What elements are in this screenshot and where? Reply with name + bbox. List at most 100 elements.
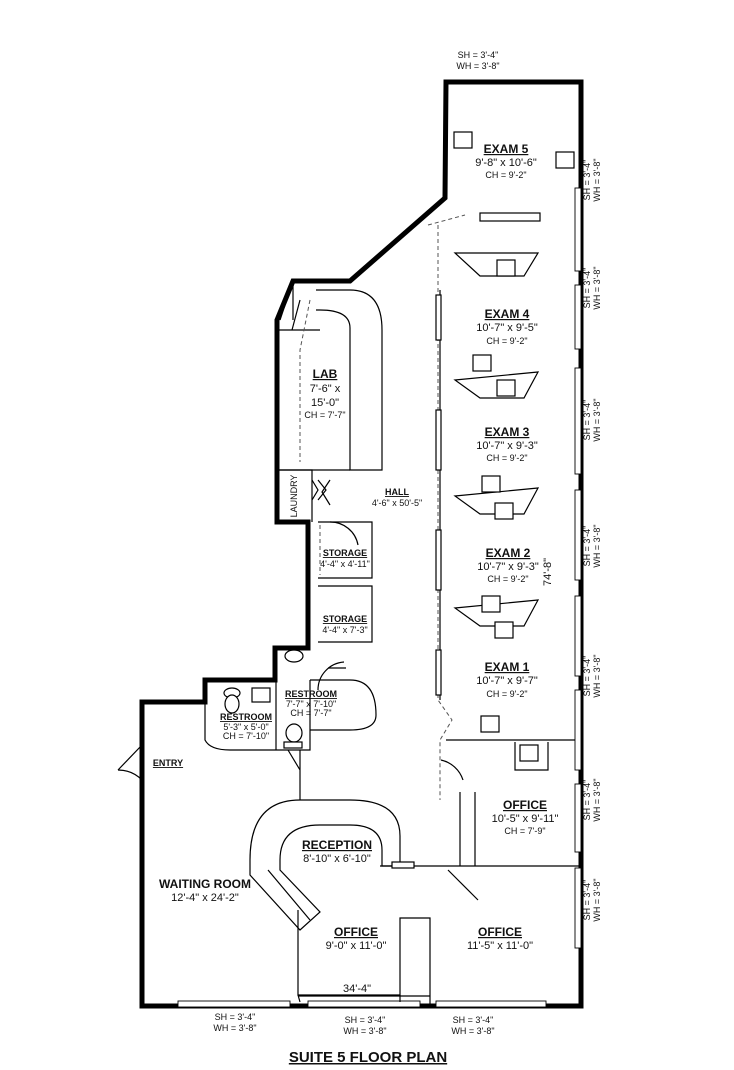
exam3-ch: CH = 9'-2" <box>486 453 527 463</box>
reception-dims: 8'-10" x 6'-10" <box>303 853 371 865</box>
room-reception: RECEPTION 8'-10" x 6'-10" <box>302 838 372 865</box>
exam4-dims: 10'-7" x 9'-5" <box>476 322 538 334</box>
office-br-dims: 11'-5" x 11'-0" <box>467 940 533 952</box>
lab-ch: CH = 7'-7" <box>304 410 345 420</box>
exam2-dims: 10'-7" x 9'-3" <box>477 561 539 573</box>
room-restroom-1: RESTROOM 7'-7" x 7'-10" CH = 7'-7" <box>285 689 337 718</box>
window-label-top: SH = 3'-4" WH = 3'-8" <box>456 50 499 71</box>
svg-text:SH = 3'-4": SH = 3'-4" <box>582 526 592 567</box>
office-right-name: OFFICE <box>503 798 547 812</box>
svg-text:SH = 3'-4": SH = 3'-4" <box>453 1015 494 1025</box>
room-storage-1: STORAGE 4'-4" x 4'-11" <box>320 548 370 569</box>
svg-text:WH = 3'-8": WH = 3'-8" <box>592 266 602 309</box>
lab-name: LAB <box>313 367 338 381</box>
window-label-r1: SH = 3'-4" WH = 3'-8" <box>582 158 602 201</box>
lab-dims-1: 7'-6" x <box>310 383 341 395</box>
window-label-r7: SH = 3'-4" WH = 3'-8" <box>582 878 602 921</box>
svg-text:WH = 3'-8": WH = 3'-8" <box>592 524 602 567</box>
storage2-dims: 4'-4" x 7'-3" <box>322 625 367 635</box>
storage1-dims: 4'-4" x 4'-11" <box>320 559 370 569</box>
laundry-closet <box>277 469 331 522</box>
entry-label: ENTRY <box>153 758 183 768</box>
room-exam3: EXAM 3 10'-7" x 9'-3" CH = 9'-2" <box>476 425 538 463</box>
svg-text:SH = 3'-4": SH = 3'-4" <box>345 1015 386 1025</box>
svg-text:SH = 3'-4": SH = 3'-4" <box>458 50 499 60</box>
svg-text:WH = 3'-8": WH = 3'-8" <box>592 398 602 441</box>
storage1-name: STORAGE <box>323 548 367 558</box>
laundry-label: LAUNDRY <box>289 475 299 518</box>
storage2-name: STORAGE <box>323 614 367 624</box>
office-right-ch: CH = 7'-9" <box>504 826 545 836</box>
exam4-name: EXAM 4 <box>485 307 530 321</box>
office-right-dims: 10'-5" x 9'-11" <box>492 813 559 825</box>
exam5-name: EXAM 5 <box>484 142 529 156</box>
svg-text:WH = 3'-8": WH = 3'-8" <box>592 158 602 201</box>
svg-text:SH = 3'-4": SH = 3'-4" <box>582 780 592 821</box>
window-label-r4: SH = 3'-4" WH = 3'-8" <box>582 524 602 567</box>
svg-text:WH = 3'-8": WH = 3'-8" <box>592 878 602 921</box>
svg-text:WH = 3'-8": WH = 3'-8" <box>456 61 499 71</box>
room-exam5: EXAM 5 9'-8" x 10'-6" CH = 9'-2" <box>475 142 537 180</box>
hall-name: HALL <box>385 487 409 497</box>
office-br-name: OFFICE <box>478 925 522 939</box>
exam4-ch: CH = 9'-2" <box>486 336 527 346</box>
exam3-name: EXAM 3 <box>485 425 530 439</box>
exam1-dims: 10'-7" x 9'-7" <box>476 675 538 687</box>
restrooms <box>204 649 377 751</box>
room-restroom-2: RESTROOM 5'-3" x 5'-0" CH = 7'-10" <box>220 712 272 741</box>
lab-dims-2: 15'-0" <box>311 397 339 409</box>
svg-text:WH = 3'-8": WH = 3'-8" <box>213 1023 256 1033</box>
window-label-b2: SH = 3'-4" WH = 3'-8" <box>343 1015 386 1036</box>
exam2-name: EXAM 2 <box>486 546 531 560</box>
entry-door <box>117 744 143 781</box>
svg-text:SH = 3'-4": SH = 3'-4" <box>582 160 592 201</box>
svg-text:SH = 3'-4": SH = 3'-4" <box>215 1012 256 1022</box>
window-label-b1: SH = 3'-4" WH = 3'-8" <box>213 1012 256 1033</box>
room-exam4: EXAM 4 10'-7" x 9'-5" CH = 9'-2" <box>476 307 538 346</box>
room-lab: LAB 7'-6" x 15'-0" CH = 7'-7" <box>304 367 345 420</box>
waiting-name: WAITING ROOM <box>159 877 251 891</box>
window-label-b3: SH = 3'-4" WH = 3'-8" <box>451 1015 494 1036</box>
office-walls <box>287 749 581 1004</box>
window-label-r3: SH = 3'-4" WH = 3'-8" <box>582 398 602 441</box>
bottom-windows <box>177 1000 547 1008</box>
overall-length: 74'-8" <box>542 558 554 586</box>
restroom2-ch: CH = 7'-10" <box>223 731 269 741</box>
plan-title: SUITE 5 FLOOR PLAN <box>289 1049 447 1066</box>
exam-fixtures <box>446 131 575 771</box>
exam1-name: EXAM 1 <box>485 660 530 674</box>
exam5-ch: CH = 9'-2" <box>485 170 526 180</box>
room-storage-2: STORAGE 4'-4" x 7'-3" <box>322 614 367 635</box>
window-label-r6: SH = 3'-4" WH = 3'-8" <box>582 778 602 821</box>
room-exam1: EXAM 1 10'-7" x 9'-7" CH = 9'-2" <box>476 660 538 699</box>
exam5-dims: 9'-8" x 10'-6" <box>475 157 537 169</box>
room-office-right: OFFICE 10'-5" x 9'-11" CH = 7'-9" <box>492 798 559 836</box>
room-hall: HALL 4'-6" x 50'-5" <box>372 487 422 508</box>
waiting-dims: 12'-4" x 24'-2" <box>171 892 239 904</box>
svg-text:WH = 3'-8": WH = 3'-8" <box>343 1026 386 1036</box>
svg-text:WH = 3'-8": WH = 3'-8" <box>451 1026 494 1036</box>
restroom1-name: RESTROOM <box>285 689 337 699</box>
reception-desk <box>249 799 460 931</box>
svg-text:SH = 3'-4": SH = 3'-4" <box>582 400 592 441</box>
window-label-r5: SH = 3'-4" WH = 3'-8" <box>582 654 602 697</box>
restroom1-dims: 7'-7" x 7'-10" <box>286 699 336 709</box>
restroom2-name: RESTROOM <box>220 712 272 722</box>
restroom1-ch: CH = 7'-7" <box>290 708 331 718</box>
svg-text:WH = 3'-8": WH = 3'-8" <box>592 778 602 821</box>
svg-text:SH = 3'-4": SH = 3'-4" <box>582 268 592 309</box>
office-mid-name: OFFICE <box>334 925 378 939</box>
overall-width-label: 34'-4" <box>343 983 371 995</box>
reception-name: RECEPTION <box>302 838 372 852</box>
exam1-ch: CH = 9'-2" <box>486 689 527 699</box>
restroom2-dims: 5'-3" x 5'-0" <box>223 722 268 732</box>
hall-lines <box>427 214 466 800</box>
overall-width: 34'-4" <box>298 983 430 997</box>
room-office-br: OFFICE 11'-5" x 11'-0" <box>467 925 533 952</box>
office-mid-dims: 9'-0" x 11'-0" <box>326 940 387 952</box>
window-label-r2: SH = 3'-4" WH = 3'-8" <box>582 266 602 309</box>
svg-text:WH = 3'-8": WH = 3'-8" <box>592 654 602 697</box>
exam2-ch: CH = 9'-2" <box>487 574 528 584</box>
room-exam2: EXAM 2 10'-7" x 9'-3" CH = 9'-2" <box>477 546 539 584</box>
